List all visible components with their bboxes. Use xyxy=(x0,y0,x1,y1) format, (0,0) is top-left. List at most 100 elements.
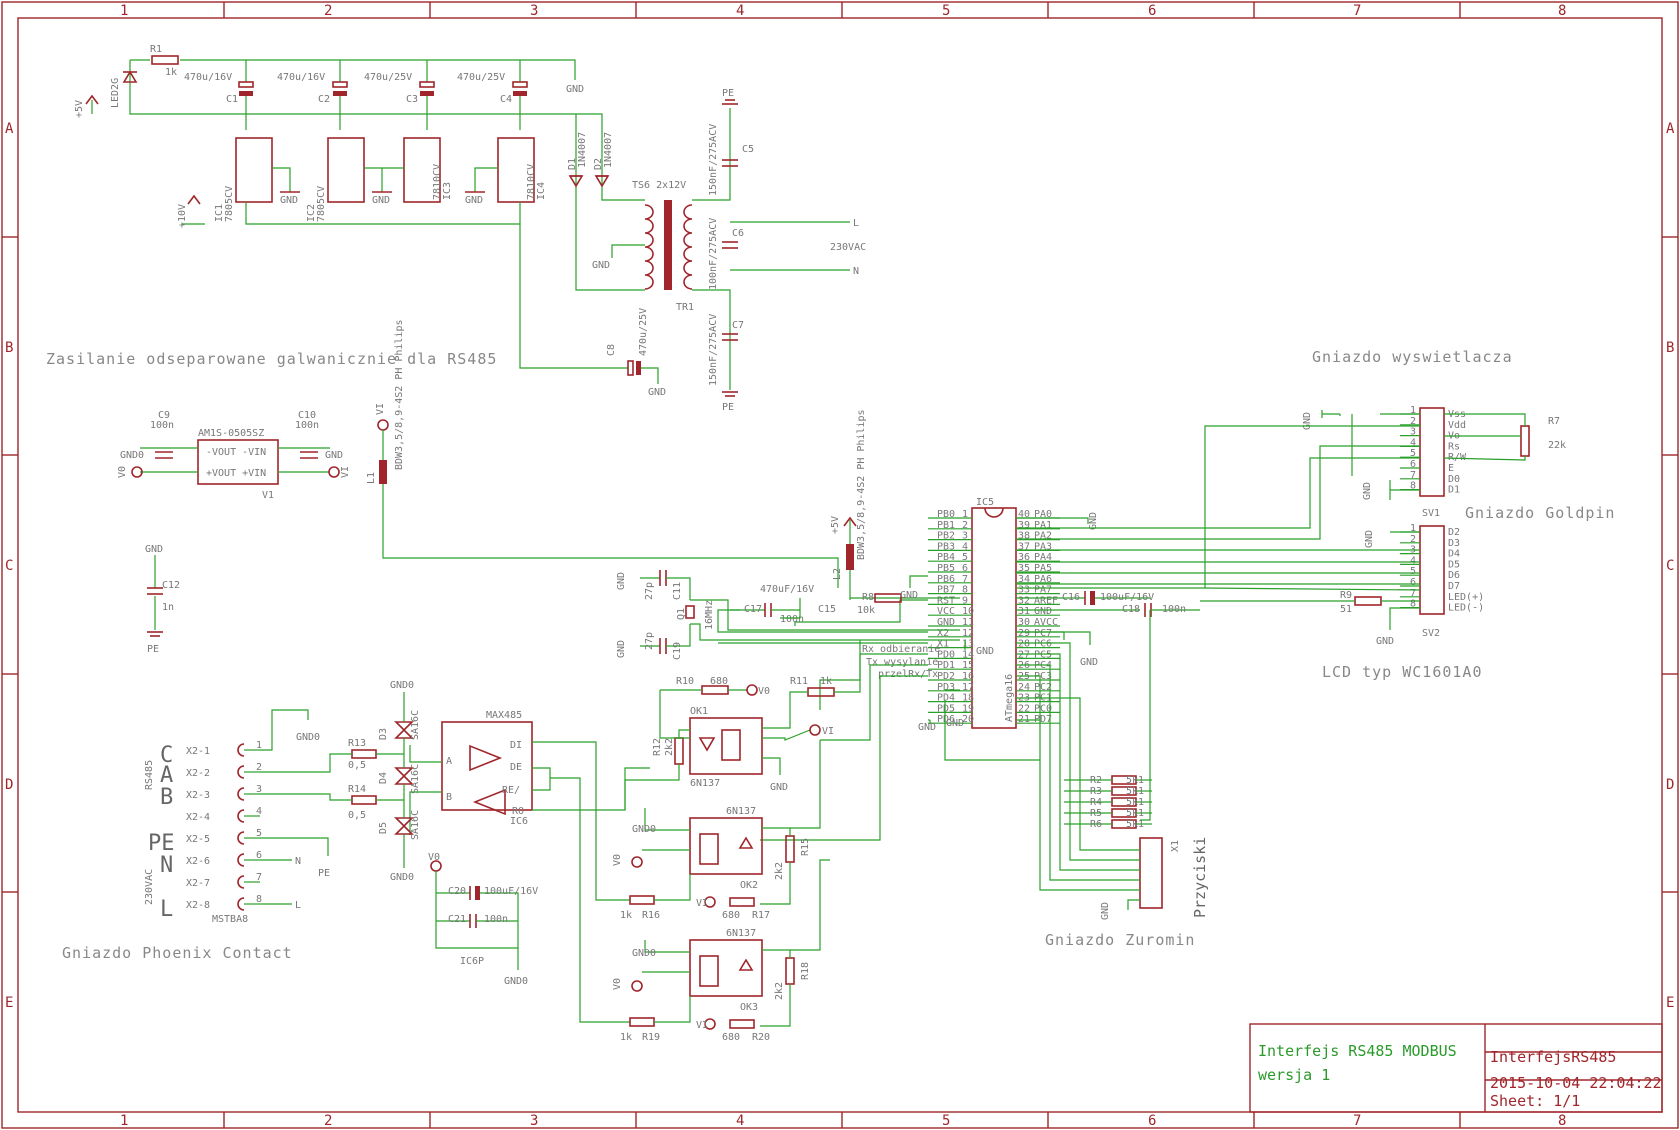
mcu-pin-name: PC6 xyxy=(1034,639,1052,650)
r20-resistor xyxy=(729,1019,755,1029)
gnd-label: GND xyxy=(616,572,627,590)
x2-pin-number: 4 xyxy=(256,806,262,817)
mcu-pin-number: 14 xyxy=(962,649,974,660)
dcdc-ref: V1 xyxy=(262,490,274,501)
c2-value: 470u/16V xyxy=(277,72,325,83)
sv2-ref: SV2 xyxy=(1422,628,1440,639)
ic6-a: A xyxy=(446,756,452,767)
v1-label: VI xyxy=(340,466,351,478)
c2-ref: C2 xyxy=(318,94,330,105)
r1-ref: R1 xyxy=(150,44,162,55)
v0-label: V0 xyxy=(117,466,128,478)
r14-ref: R14 xyxy=(348,784,366,795)
x2-pin-label: X2-6 xyxy=(186,856,210,867)
led-label: LED2G xyxy=(110,78,121,108)
r16-ref: R16 xyxy=(642,910,660,921)
v1-terminal-icon xyxy=(704,896,716,908)
r19-ref: R19 xyxy=(642,1032,660,1043)
c2-capacitor xyxy=(332,60,348,130)
gnd-label: GND xyxy=(900,590,918,601)
mcu-pin-number: 29 xyxy=(1018,628,1030,639)
d1-diode xyxy=(568,175,584,188)
ok3-optocoupler xyxy=(689,939,763,997)
r11-resistor xyxy=(807,687,835,697)
c6-capacitor xyxy=(722,241,738,249)
mcu-body xyxy=(971,507,1017,729)
c3-value: 470u/25V xyxy=(364,72,412,83)
button-resistor-ref: R5 xyxy=(1090,808,1102,819)
ic4-regulator xyxy=(497,137,535,203)
r19-resistor xyxy=(629,1017,655,1027)
ic3-ref: IC3 xyxy=(442,182,453,200)
col-label: 1 xyxy=(120,3,128,19)
c19-value: 27p xyxy=(644,632,655,650)
title-block: Interfejs RS485 MODBUS wersja 1 Interfej… xyxy=(1249,1023,1663,1113)
v1-terminal-icon xyxy=(328,466,340,478)
d3-ref: D3 xyxy=(378,728,389,740)
pe-label: PE xyxy=(722,88,734,99)
mcu-pin-name: PB3 xyxy=(937,541,955,552)
col-label: 1 xyxy=(120,1113,128,1129)
mcu-pin-number: 3 xyxy=(962,531,968,542)
mcu-pin-number: 30 xyxy=(1018,617,1030,628)
row-label: B xyxy=(1666,340,1674,356)
mcu-pin-name: PC0 xyxy=(1034,703,1052,714)
gnd-label: GND xyxy=(280,195,298,206)
mcu-pin-number: 5 xyxy=(962,552,968,563)
gnd-label: GND xyxy=(946,718,964,729)
r13-ref: R13 xyxy=(348,738,366,749)
connector-pin-label: D7 xyxy=(1448,581,1460,592)
ic4-value: 7810CV xyxy=(526,164,537,200)
mcu-pin-name: PA5 xyxy=(1034,563,1052,574)
v1-label: VI xyxy=(375,403,386,415)
q1-value: 16MHz xyxy=(704,600,715,630)
mcu-pin-number: 20 xyxy=(962,714,974,725)
ic2-ref: IC2 xyxy=(306,204,317,222)
c9-value: 100n xyxy=(150,420,174,431)
c5-ref: C5 xyxy=(742,144,754,155)
r1-value: 1k xyxy=(165,67,177,78)
gnd0-label: GND0 xyxy=(632,824,656,835)
c1-capacitor xyxy=(238,60,254,130)
r18-value: 2k2 xyxy=(774,982,785,1000)
project-title: Interfejs RS485 MODBUS xyxy=(1258,1042,1457,1060)
v0-terminal-icon xyxy=(631,980,643,992)
section-goldpin-title: Gniazdo Goldpin xyxy=(1465,504,1615,522)
d5-value: SA16C xyxy=(410,810,421,840)
ok2-ref: OK2 xyxy=(740,880,758,891)
mcu-pin-number: 18 xyxy=(962,693,974,704)
d1-ref: D1 xyxy=(567,158,578,170)
connector-pin-label: LED(+) xyxy=(1448,592,1484,603)
pe-label: PE xyxy=(722,402,734,413)
gnd-label: GND xyxy=(465,195,483,206)
connector-pin-number: 6 xyxy=(1410,577,1416,588)
section-display-title: Gniazdo wyswietlacza xyxy=(1312,348,1513,366)
mcu-pin-name: PB7 xyxy=(937,585,955,596)
pe-label: PE xyxy=(147,644,159,655)
gnd-label: GND xyxy=(1364,530,1375,548)
r9-value: 51 xyxy=(1340,604,1352,615)
mcu-pin-name: AREF xyxy=(1034,595,1058,606)
c10-ref: C10 xyxy=(298,410,316,421)
connector-pin-number: 5 xyxy=(1410,448,1416,459)
c8-value: 470u/25V xyxy=(638,308,649,356)
d2-value: 1N4007 xyxy=(603,132,614,168)
mcu-pin-name: PD7 xyxy=(1034,714,1052,725)
mcu-pin-number: 17 xyxy=(962,682,974,693)
mcu-pin-name: PD3 xyxy=(937,682,955,693)
ic1-regulator xyxy=(235,137,273,203)
connector-pin-label: Rs xyxy=(1448,441,1460,452)
am1s-module xyxy=(197,439,279,485)
mcu-pin-name: PD2 xyxy=(937,671,955,682)
col-label: 3 xyxy=(530,1113,538,1129)
sheet-number: Sheet: 1/1 xyxy=(1490,1092,1580,1110)
x2-pin-number: 5 xyxy=(256,828,262,839)
letter-n: N xyxy=(160,853,173,878)
c3-ref: C3 xyxy=(406,94,418,105)
ic6-di: DI xyxy=(510,740,522,751)
c5-capacitor xyxy=(722,159,738,167)
connector-pin-number: 2 xyxy=(1410,416,1416,427)
